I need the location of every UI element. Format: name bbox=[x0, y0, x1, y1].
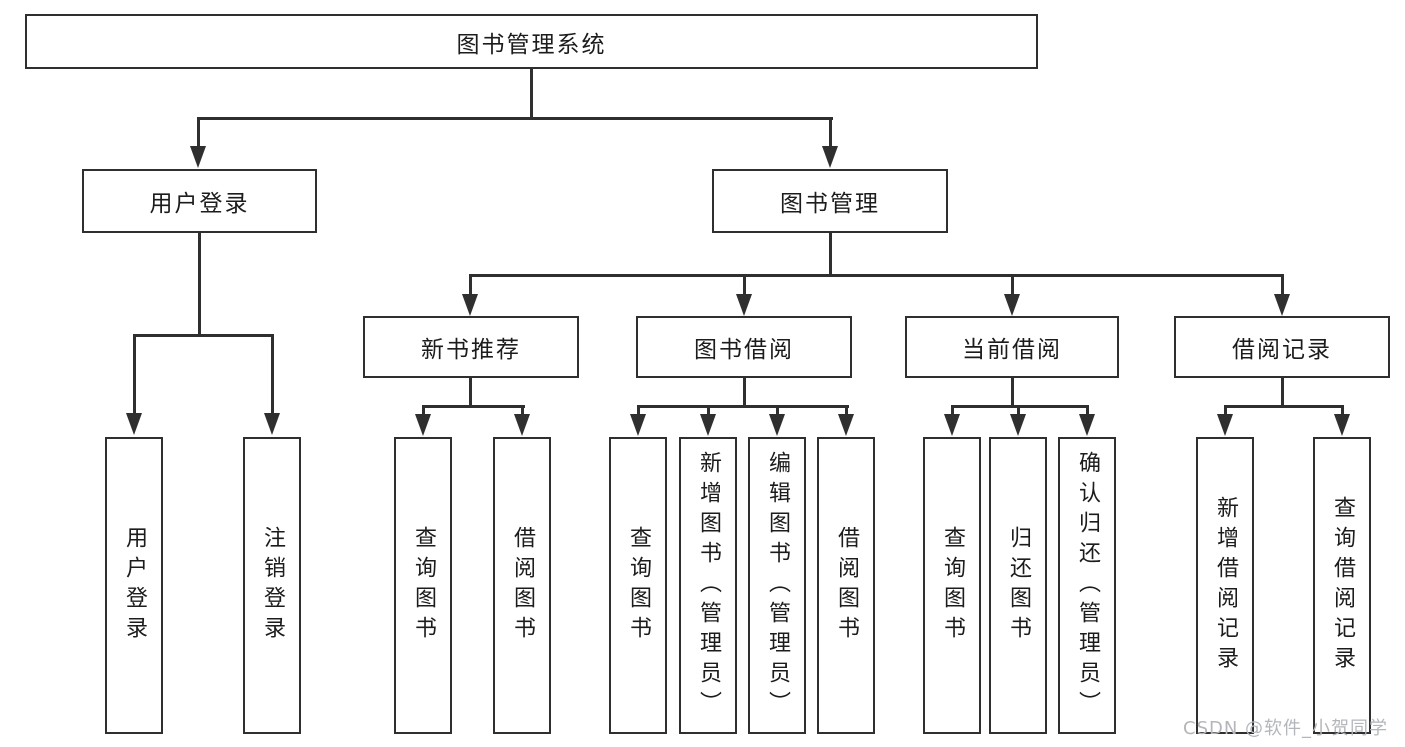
node-records-label: 借阅记录 bbox=[1232, 337, 1332, 363]
arrow-down-icon bbox=[190, 146, 206, 168]
leaf-return-books: 归还图书 bbox=[989, 437, 1047, 734]
connector-to-leaf-logout bbox=[271, 334, 274, 414]
arrow-down-icon bbox=[462, 294, 478, 316]
leaf-query-books-recommend: 查询图书 bbox=[394, 437, 452, 734]
arrow-down-icon bbox=[1274, 294, 1290, 316]
watermark: CSDN @软件_小贺同学 bbox=[1183, 718, 1389, 739]
arrow-down-icon bbox=[1217, 414, 1233, 436]
connector-new-book-stem bbox=[469, 378, 472, 408]
node-borrowing-records: 借阅记录 bbox=[1174, 316, 1390, 378]
connector-current-stem bbox=[1011, 378, 1014, 408]
arrow-down-icon bbox=[1079, 414, 1095, 436]
connector-records-stem bbox=[1281, 378, 1284, 408]
connector-to-leaf-user-login bbox=[133, 334, 136, 414]
leaf-confirm-return-admin: 确认归还（管理员） bbox=[1058, 437, 1116, 734]
arrow-down-icon bbox=[1004, 294, 1020, 316]
connector-to-user-login bbox=[197, 117, 200, 147]
connector-leaf-drop bbox=[1224, 405, 1227, 417]
arrow-down-icon bbox=[630, 414, 646, 436]
arrow-down-icon bbox=[1334, 414, 1350, 436]
connector-leaf-drop bbox=[845, 405, 848, 417]
connector-to-records bbox=[1281, 274, 1284, 296]
connector-leaf-drop bbox=[707, 405, 710, 417]
connector-leaf-drop bbox=[1017, 405, 1020, 417]
leaf-user-login: 用户登录 bbox=[105, 437, 163, 734]
arrow-down-icon bbox=[126, 413, 142, 435]
node-book-borrowing: 图书借阅 bbox=[636, 316, 852, 378]
node-book-management: 图书管理 bbox=[712, 169, 948, 233]
arrow-down-icon bbox=[514, 414, 530, 436]
leaf-label: 借阅图书 bbox=[510, 525, 535, 646]
arrow-down-icon bbox=[944, 414, 960, 436]
connector-leaf-drop bbox=[521, 405, 524, 417]
arrow-down-icon bbox=[700, 414, 716, 436]
leaf-label: 注销登录 bbox=[260, 525, 285, 646]
arrow-down-icon bbox=[415, 414, 431, 436]
leaf-query-borrow-record: 查询借阅记录 bbox=[1313, 437, 1371, 734]
leaf-label: 查询借阅记录 bbox=[1330, 495, 1355, 676]
connector-to-borrow bbox=[743, 274, 746, 296]
connector-level2-rail bbox=[197, 117, 833, 120]
connector-records-rail bbox=[1224, 405, 1344, 408]
connector-borrow-stem bbox=[743, 378, 746, 408]
leaf-borrow-books-borrow: 借阅图书 bbox=[817, 437, 875, 734]
leaf-label: 借阅图书 bbox=[834, 525, 859, 646]
connector-leaf-drop bbox=[637, 405, 640, 417]
leaf-query-books-borrow: 查询图书 bbox=[609, 437, 667, 734]
leaf-add-borrow-record: 新增借阅记录 bbox=[1196, 437, 1254, 734]
leaf-query-books-current: 查询图书 bbox=[923, 437, 981, 734]
connector-new-book-rail bbox=[422, 405, 525, 408]
node-new-book-label: 新书推荐 bbox=[421, 337, 521, 363]
connector-user-login-rail bbox=[133, 334, 274, 337]
leaf-label: 新增借阅记录 bbox=[1213, 495, 1238, 676]
connector-to-book-mgmt bbox=[829, 117, 832, 147]
leaf-label: 用户登录 bbox=[122, 525, 147, 646]
node-current-borrowing: 当前借阅 bbox=[905, 316, 1119, 378]
connector-root-stem bbox=[530, 69, 533, 119]
leaf-label: 归还图书 bbox=[1006, 525, 1031, 646]
node-current-label: 当前借阅 bbox=[962, 337, 1062, 363]
leaf-label: 查询图书 bbox=[411, 525, 436, 646]
connector-leaf-drop bbox=[1341, 405, 1344, 417]
node-book-management-label: 图书管理 bbox=[780, 191, 880, 217]
connector-to-current bbox=[1011, 274, 1014, 296]
leaf-label: 查询图书 bbox=[940, 525, 965, 646]
arrow-down-icon bbox=[264, 413, 280, 435]
node-borrow-label: 图书借阅 bbox=[694, 337, 794, 363]
arrow-down-icon bbox=[736, 294, 752, 316]
connector-level3-rail bbox=[469, 274, 1284, 277]
connector-leaf-drop bbox=[776, 405, 779, 417]
node-root-label: 图书管理系统 bbox=[456, 31, 607, 58]
leaf-edit-books-admin: 编辑图书（管理员） bbox=[748, 437, 806, 734]
arrow-down-icon bbox=[769, 414, 785, 436]
arrow-down-icon bbox=[838, 414, 854, 436]
node-root: 图书管理系统 bbox=[25, 14, 1038, 69]
connector-user-login-stem bbox=[198, 233, 201, 337]
node-new-book-recommendation: 新书推荐 bbox=[363, 316, 579, 378]
connector-to-new-book bbox=[469, 274, 472, 296]
leaf-label: 确认归还（管理员） bbox=[1075, 450, 1100, 721]
arrow-down-icon bbox=[1010, 414, 1026, 436]
leaf-logout-login: 注销登录 bbox=[243, 437, 301, 734]
leaf-label: 新增图书（管理员） bbox=[696, 450, 721, 721]
leaf-borrow-books-recommend: 借阅图书 bbox=[493, 437, 551, 734]
connector-leaf-drop bbox=[1086, 405, 1089, 417]
leaf-label: 编辑图书（管理员） bbox=[765, 450, 790, 721]
connector-leaf-drop bbox=[422, 405, 425, 417]
connector-borrow-rail bbox=[637, 405, 849, 408]
leaf-add-books-admin: 新增图书（管理员） bbox=[679, 437, 737, 734]
arrow-down-icon bbox=[822, 146, 838, 168]
node-user-login-label: 用户登录 bbox=[149, 191, 250, 217]
connector-leaf-drop bbox=[951, 405, 954, 417]
connector-book-mgmt-stem bbox=[829, 233, 832, 276]
connector-current-rail bbox=[951, 405, 1089, 408]
node-user-login: 用户登录 bbox=[82, 169, 317, 233]
leaf-label: 查询图书 bbox=[626, 525, 651, 646]
